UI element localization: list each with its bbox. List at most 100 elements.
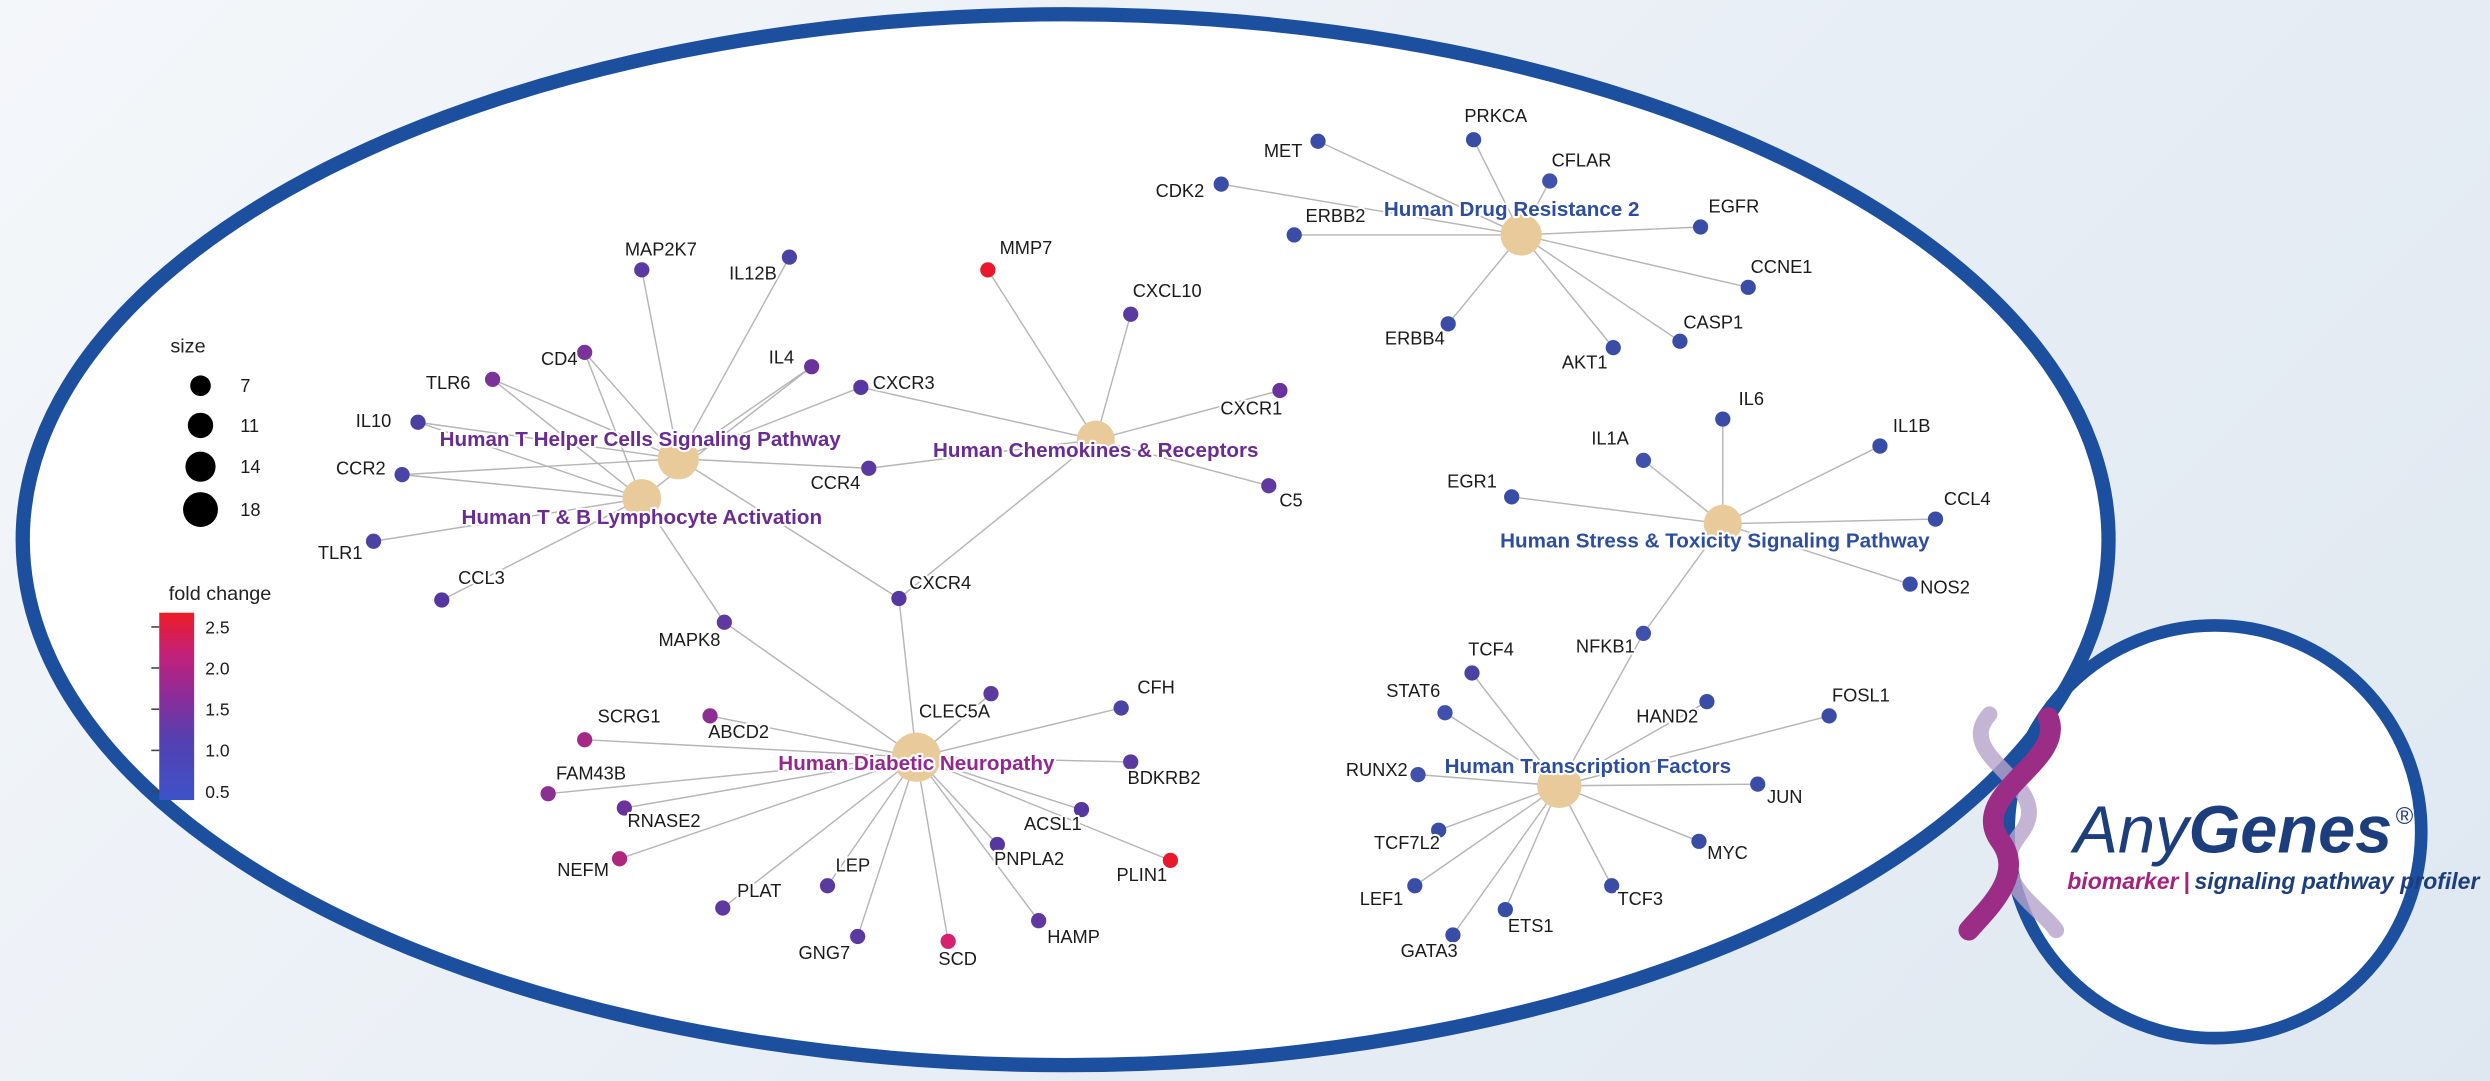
gene-node-LEF1 bbox=[1407, 878, 1423, 894]
edge-stress-IL1B bbox=[1722, 445, 1881, 525]
gene-node-CCL3 bbox=[434, 592, 450, 608]
edge-drug-CDK2 bbox=[1221, 183, 1522, 236]
gene-label-CXCL10: CXCL10 bbox=[1133, 280, 1202, 301]
gene-node-TLR1 bbox=[365, 533, 382, 549]
gene-node-SCRG1 bbox=[577, 732, 593, 748]
logo-circle-fill bbox=[2008, 625, 2422, 1039]
gene-node-CASP1 bbox=[1672, 333, 1688, 349]
anygenes-tagline: biomarker|signaling pathway profiler bbox=[2067, 868, 2480, 894]
edge-tb-TLR1 bbox=[373, 497, 642, 542]
gene-label-TLR6: TLR6 bbox=[426, 372, 471, 393]
edge-drug-CASP1 bbox=[1520, 234, 1681, 342]
gene-node-CCR4 bbox=[861, 460, 877, 476]
legend-fold-title: fold change bbox=[169, 583, 272, 605]
gene-label-SCD: SCD bbox=[938, 948, 977, 969]
figure-ellipse-border bbox=[15, 7, 2116, 1073]
edge-thelper-CCR2 bbox=[402, 458, 679, 476]
gene-label-STAT6: STAT6 bbox=[1386, 680, 1440, 701]
pathway-label-thelper: Human T Helper Cells Signaling Pathway bbox=[440, 428, 842, 451]
edge-stress-CCL4 bbox=[1722, 518, 1936, 525]
gene-node-TCF4 bbox=[1464, 665, 1480, 681]
edge-tf-STAT6 bbox=[1444, 712, 1560, 787]
gene-label-CFH: CFH bbox=[1137, 677, 1175, 698]
gene-node-NFKB1 bbox=[1635, 625, 1652, 641]
edge-diab-BDKRB2 bbox=[916, 756, 1131, 763]
legend-size-circle bbox=[187, 412, 214, 439]
legend-fold-value: 2.0 bbox=[205, 658, 230, 678]
gene-label-ABCD2: ABCD2 bbox=[708, 721, 769, 742]
edge-chemo-CCR4 bbox=[868, 438, 1096, 469]
edge-thelper-MAP2K7 bbox=[641, 269, 680, 459]
pathway-label-stress: Human Stress & Toxicity Signaling Pathwa… bbox=[1500, 530, 1930, 553]
pathway-hub-chemo bbox=[1076, 420, 1115, 459]
gene-label-CXCR1: CXCR1 bbox=[1220, 397, 1282, 418]
gene-node-IL4 bbox=[804, 359, 820, 375]
edge-tf-HAND2 bbox=[1558, 700, 1708, 787]
edge-diab-SCD bbox=[915, 757, 949, 942]
edge-tf-FOSL1 bbox=[1559, 715, 1830, 787]
legend-size-circle bbox=[183, 492, 218, 528]
gene-label-TCF3: TCF3 bbox=[1617, 888, 1663, 909]
gene-node-IL1B bbox=[1872, 438, 1888, 454]
gene-label-LEP: LEP bbox=[836, 854, 871, 875]
edge-tf-JUN bbox=[1559, 783, 1758, 787]
gene-node-PLAT bbox=[715, 900, 731, 916]
gene-node-MAPK8 bbox=[716, 614, 732, 630]
gene-node-ACSL1 bbox=[1073, 801, 1090, 818]
gene-node-RNASE2 bbox=[616, 800, 632, 816]
edge-diab-ABCD2 bbox=[709, 715, 917, 758]
pathway-hub-thelper bbox=[657, 438, 699, 480]
anygenes-ribbon-icon bbox=[1958, 707, 2061, 941]
gene-label-MAP2K7: MAP2K7 bbox=[625, 239, 697, 260]
gene-label-CASP1: CASP1 bbox=[1683, 312, 1743, 333]
gene-node-TCF7L2 bbox=[1431, 822, 1447, 838]
edge-diab-FAM43B bbox=[548, 756, 917, 795]
gene-node-RUNX2 bbox=[1410, 767, 1426, 783]
gene-label-RUNX2: RUNX2 bbox=[1346, 759, 1408, 780]
pathway-label-tb: Human T & B Lymphocyte Activation bbox=[461, 506, 822, 529]
gene-node-CFH bbox=[1113, 700, 1129, 716]
gene-node-NEFM bbox=[611, 851, 628, 867]
legend-size-circle bbox=[185, 451, 216, 482]
legend-fold-value: 0.5 bbox=[205, 782, 229, 802]
gene-node-HAMP bbox=[1031, 913, 1047, 929]
gene-label-C5: C5 bbox=[1279, 489, 1302, 510]
gene-node-STAT6 bbox=[1437, 705, 1453, 721]
legend-fold-gradient-bar bbox=[159, 612, 195, 801]
gene-label-TLR1: TLR1 bbox=[318, 542, 363, 563]
gene-node-CLEC5A bbox=[983, 686, 999, 702]
gene-label-PRKCA: PRKCA bbox=[1464, 105, 1528, 126]
gene-node-TCF3 bbox=[1604, 878, 1620, 894]
legend-size-value: 18 bbox=[240, 499, 260, 520]
edge-tf-MYC bbox=[1559, 785, 1700, 842]
gene-node-CXCR4 bbox=[891, 590, 907, 607]
edge-chemo-C5 bbox=[1095, 439, 1269, 487]
pathway-label-chemo: Human Chemokines & Receptors bbox=[933, 439, 1258, 462]
gene-node-ERBB2 bbox=[1286, 227, 1302, 243]
edge-tf-GATA3 bbox=[1452, 785, 1560, 936]
gene-label-MMP7: MMP7 bbox=[1000, 237, 1053, 258]
legend-size-title: size bbox=[170, 335, 205, 357]
edge-tb-CCL3 bbox=[441, 497, 643, 601]
edge-diab-PLIN1 bbox=[916, 756, 1171, 862]
gene-node-BDKRB2 bbox=[1123, 754, 1139, 770]
legend-size-circle bbox=[190, 375, 211, 397]
gene-node-CXCL10 bbox=[1123, 306, 1139, 322]
gene-label-GATA3: GATA3 bbox=[1401, 940, 1458, 961]
gene-label-ERBB4: ERBB4 bbox=[1385, 327, 1445, 348]
gene-node-IL10 bbox=[410, 414, 426, 430]
gene-label-TCF4: TCF4 bbox=[1468, 639, 1514, 660]
pathway-hub-diab bbox=[891, 732, 942, 782]
pathway-label-diab: Human Diabetic Neuropathy bbox=[778, 752, 1055, 775]
gene-label-CD4: CD4 bbox=[541, 348, 578, 369]
pathway-hub-tf bbox=[1537, 763, 1582, 808]
edge-tb-TLR6 bbox=[492, 378, 643, 499]
edge-stress-NOS2 bbox=[1722, 523, 1911, 585]
gene-node-CXCR3 bbox=[853, 379, 869, 395]
edge-tb-CD4 bbox=[583, 352, 643, 499]
gene-label-PNPLA2: PNPLA2 bbox=[994, 848, 1064, 869]
anygenes-wordmark: AnyGenes® bbox=[2070, 793, 2414, 867]
pathway-hub-tb bbox=[622, 479, 662, 518]
gene-label-NEFM: NEFM bbox=[557, 859, 609, 880]
gene-node-CCNE1 bbox=[1740, 279, 1756, 295]
